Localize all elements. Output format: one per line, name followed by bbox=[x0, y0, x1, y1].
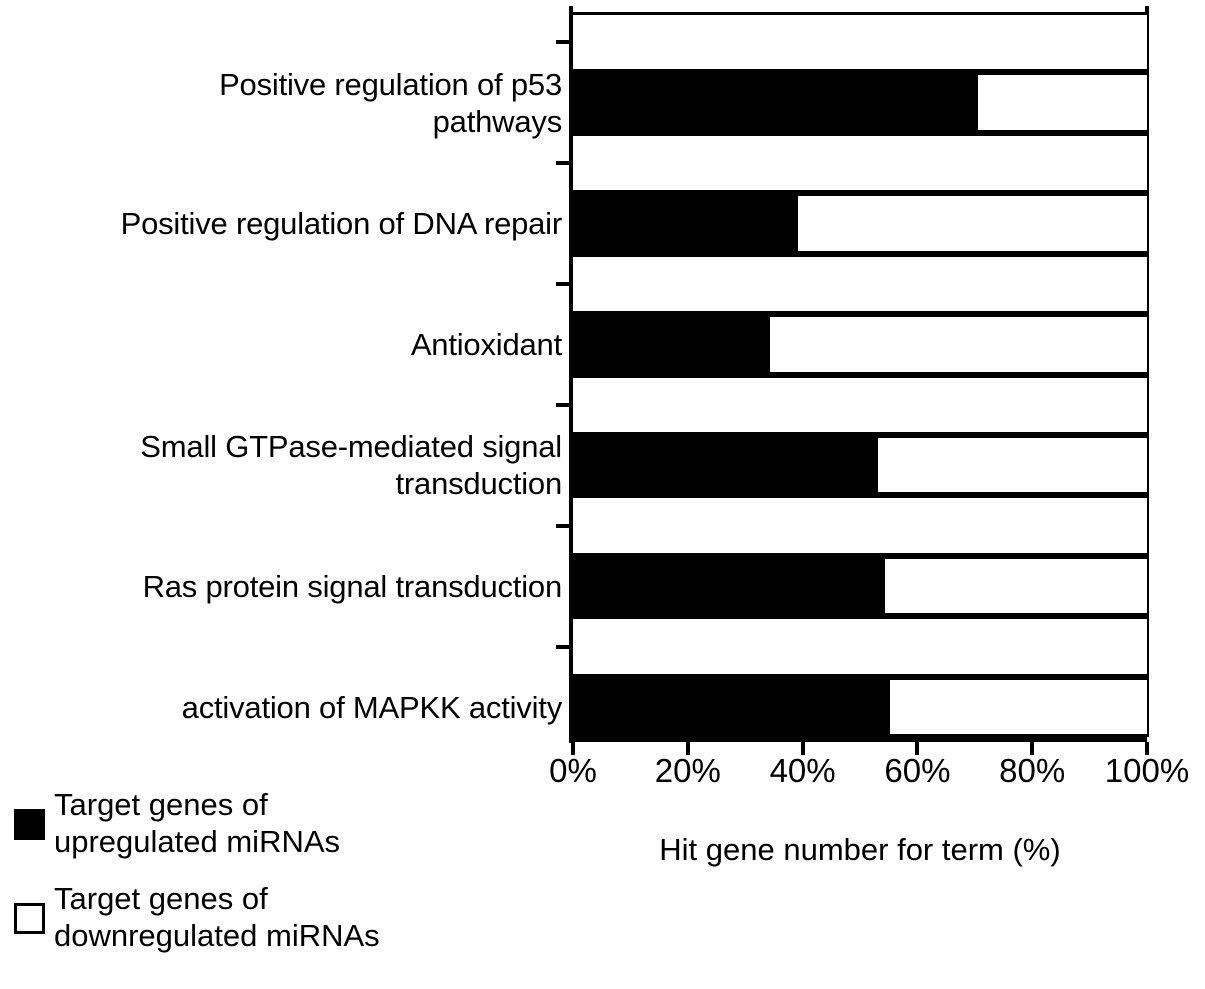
category-label-0: Positive regulation of p53 pathways bbox=[219, 66, 562, 139]
y-axis-spine bbox=[569, 6, 573, 743]
y-tick bbox=[556, 40, 570, 44]
bar-row bbox=[573, 72, 1147, 133]
legend-label: Target genes of downregulated miRNAs bbox=[54, 881, 380, 953]
y-tick bbox=[556, 523, 570, 528]
bar-segment-upregulated bbox=[573, 559, 886, 613]
x-tick-label-100: 100% bbox=[1104, 752, 1190, 789]
spacer-row bbox=[573, 254, 1147, 314]
bar-segment-downregulated bbox=[889, 680, 1147, 734]
x-tick-label-80: 80% bbox=[999, 752, 1066, 789]
x-tick-label-40: 40% bbox=[769, 752, 836, 789]
category-label-5: activation of MAPKK activity bbox=[181, 689, 563, 725]
bar-segment-upregulated bbox=[573, 680, 890, 734]
y-tick bbox=[556, 644, 570, 649]
spacer-row bbox=[573, 133, 1147, 193]
filled-square-icon bbox=[14, 808, 45, 840]
bar-segment-downregulated bbox=[877, 438, 1147, 492]
spacer-row bbox=[573, 12, 1147, 72]
bar-segment-upregulated bbox=[573, 438, 878, 492]
x-tick-label-60: 60% bbox=[884, 752, 951, 789]
x-tick-100 bbox=[1145, 742, 1149, 755]
category-label-3: Small GTPase-mediated signal transductio… bbox=[140, 429, 562, 501]
x-tick-80 bbox=[1030, 742, 1035, 755]
x-tick-40 bbox=[800, 742, 805, 755]
bar-row bbox=[573, 677, 1147, 737]
x-tick-0 bbox=[571, 742, 575, 755]
bar-row bbox=[573, 314, 1147, 375]
hollow-square-icon bbox=[14, 902, 45, 934]
x-tick-20 bbox=[685, 742, 690, 755]
category-label-4: Ras protein signal transduction bbox=[142, 568, 563, 604]
bar-segment-downregulated bbox=[885, 559, 1147, 613]
category-label-1: Positive regulation of DNA repair bbox=[120, 206, 563, 241]
legend-label: Target genes of upregulated miRNAs bbox=[54, 787, 341, 859]
bar-segment-downregulated bbox=[769, 317, 1147, 372]
x-tick-label-20: 20% bbox=[654, 752, 721, 789]
bar-segment-upregulated bbox=[573, 75, 979, 130]
plot-right-border bbox=[1145, 6, 1149, 737]
plot-area bbox=[556, 6, 1149, 755]
bar-segment-downregulated bbox=[978, 75, 1147, 130]
bar-segment-upregulated bbox=[573, 196, 798, 251]
x-axis-spine bbox=[569, 737, 1147, 742]
y-tick bbox=[556, 282, 570, 286]
legend-item-downregulated[interactable]: Target genes of downregulated miRNAs bbox=[14, 880, 554, 954]
y-tick bbox=[556, 403, 570, 407]
bar-segment-upregulated bbox=[573, 317, 770, 372]
bar-segment-downregulated bbox=[798, 196, 1147, 251]
x-tick-60 bbox=[915, 742, 920, 755]
legend-item-upregulated[interactable]: Target genes of upregulated miRNAs bbox=[14, 786, 554, 860]
spacer-row bbox=[573, 616, 1147, 677]
category-label-2: Antioxidant bbox=[410, 327, 562, 362]
x-tick-label-0: 0% bbox=[549, 752, 597, 789]
spacer-row bbox=[573, 375, 1147, 435]
bar-row bbox=[573, 193, 1147, 254]
bar-row bbox=[573, 556, 1147, 616]
y-tick bbox=[556, 161, 570, 165]
spacer-row bbox=[573, 495, 1147, 556]
bar-row bbox=[573, 435, 1147, 495]
x-axis-title: Hit gene number for term (%) bbox=[659, 832, 1061, 867]
